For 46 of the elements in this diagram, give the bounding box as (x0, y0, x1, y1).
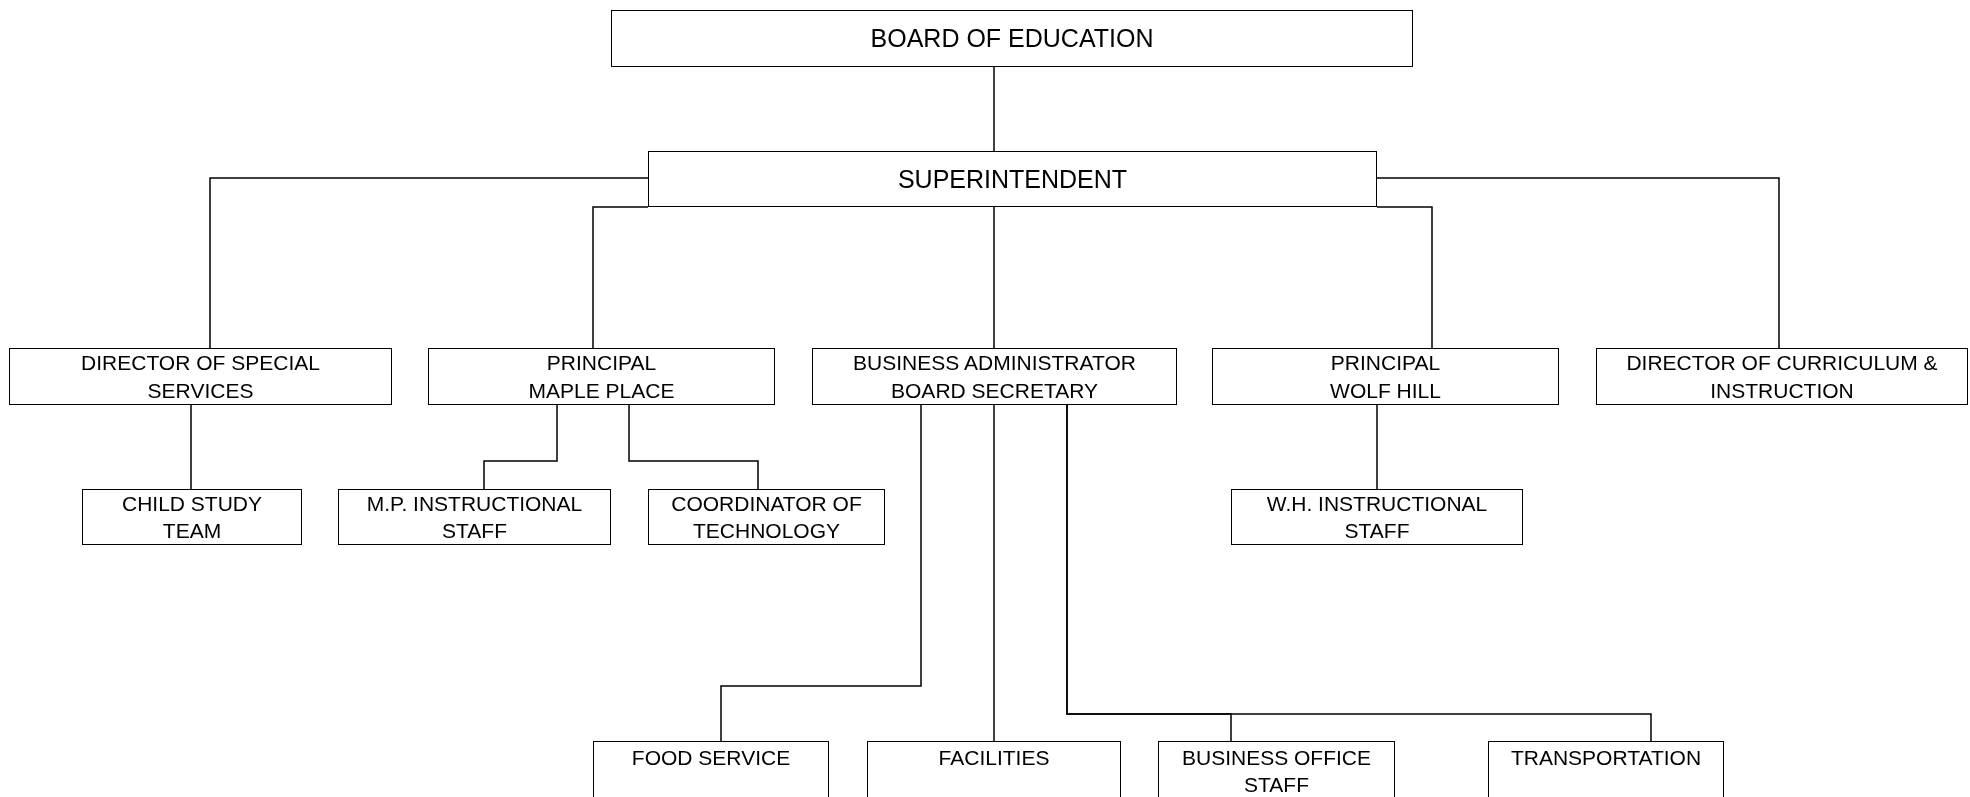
org-box (593, 741, 829, 797)
org-box (1596, 348, 1968, 405)
org-box (338, 489, 611, 545)
role-title: TRANSPORTATION (1510, 745, 1702, 771)
role-title: COORDINATOR OF TECHNOLOGY (670, 490, 863, 544)
connector-line (628, 404, 759, 490)
role-title: BUSINESS ADMINISTRATOR (853, 350, 1136, 377)
role-title: CHILD STUDY TEAM (121, 490, 263, 544)
role-title: FACILITIES (938, 745, 1050, 771)
connector-line (190, 404, 192, 490)
role-title: BUSINESS OFFICE STAFF (1181, 745, 1372, 797)
org-box (1488, 741, 1724, 797)
org-box (611, 10, 1413, 67)
role-title: SUPERINTENDENT (897, 163, 1128, 195)
org-box (82, 489, 302, 545)
role-title: WOLF HILL (1330, 377, 1441, 404)
role-title: MAPLE PLACE (528, 377, 675, 404)
org-box (812, 348, 1177, 405)
role-title: BOARD OF EDUCATION (870, 23, 1154, 55)
org-box (1158, 741, 1395, 797)
connector-line (993, 404, 995, 742)
connector-line (1066, 404, 1652, 742)
connector-line (483, 404, 558, 490)
role-title: FOOD SERVICE (631, 745, 791, 771)
connector-line (1376, 404, 1378, 490)
connector-line (993, 206, 995, 349)
role-title: BOARD SECRETARY (891, 377, 1098, 404)
role-title: DIRECTOR OF SPECIAL SERVICES (80, 350, 321, 404)
org-box (428, 348, 775, 405)
connector-line (1376, 206, 1433, 349)
connector-line (993, 66, 995, 152)
org-box (867, 741, 1121, 797)
org-box (648, 151, 1377, 207)
org-box (9, 348, 392, 405)
connector-line (1376, 177, 1780, 349)
role-title: W.H. INSTRUCTIONAL STAFF (1265, 490, 1489, 544)
role-title: PRINCIPAL (546, 350, 657, 377)
org-box (1212, 348, 1559, 405)
connector-line (720, 404, 922, 742)
role-title: M.P. INSTRUCTIONAL STAFF (365, 490, 584, 544)
role-title: PRINCIPAL (1330, 350, 1441, 377)
org-box (648, 489, 885, 545)
connector-line (592, 206, 649, 349)
org-box (1231, 489, 1523, 545)
role-title: DIRECTOR OF CURRICULUM & INSTRUCTION (1625, 350, 1939, 404)
connector-line (209, 177, 649, 349)
